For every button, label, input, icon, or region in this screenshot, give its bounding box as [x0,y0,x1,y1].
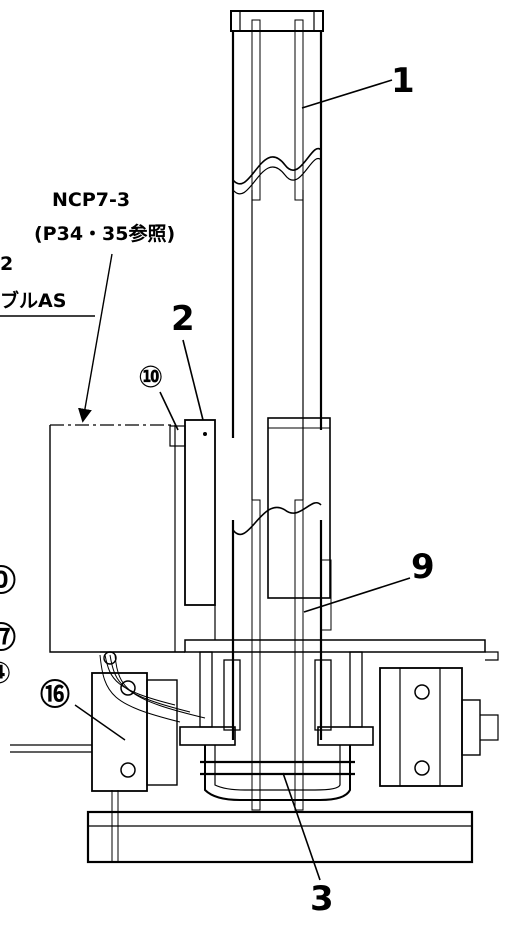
callout-part-1: 1 [391,61,415,101]
cable-number-partial: 2 [0,253,13,275]
edge-callout-4: ④ [0,656,11,691]
edge-callout-10-partial: ⓪ [0,564,16,599]
callout-part-16: ⑯ [40,678,70,713]
edge-callout-17: ⑰ [0,621,16,656]
reference-pages: (P34・35参照) [34,222,175,245]
callout-part-3: 3 [310,879,334,919]
reference-model: NCP7-3 [52,189,130,211]
bracket-plate [169,419,216,640]
controller-box [49,424,185,653]
cable-name-partial: ブルAS [0,289,66,312]
callout-part-10: ⑩ [138,360,163,395]
leader-lines [0,79,411,881]
base-assembly [10,639,499,864]
callout-part-2: 2 [171,299,195,339]
column-tube [230,10,332,811]
callout-part-9: 9 [411,547,435,587]
